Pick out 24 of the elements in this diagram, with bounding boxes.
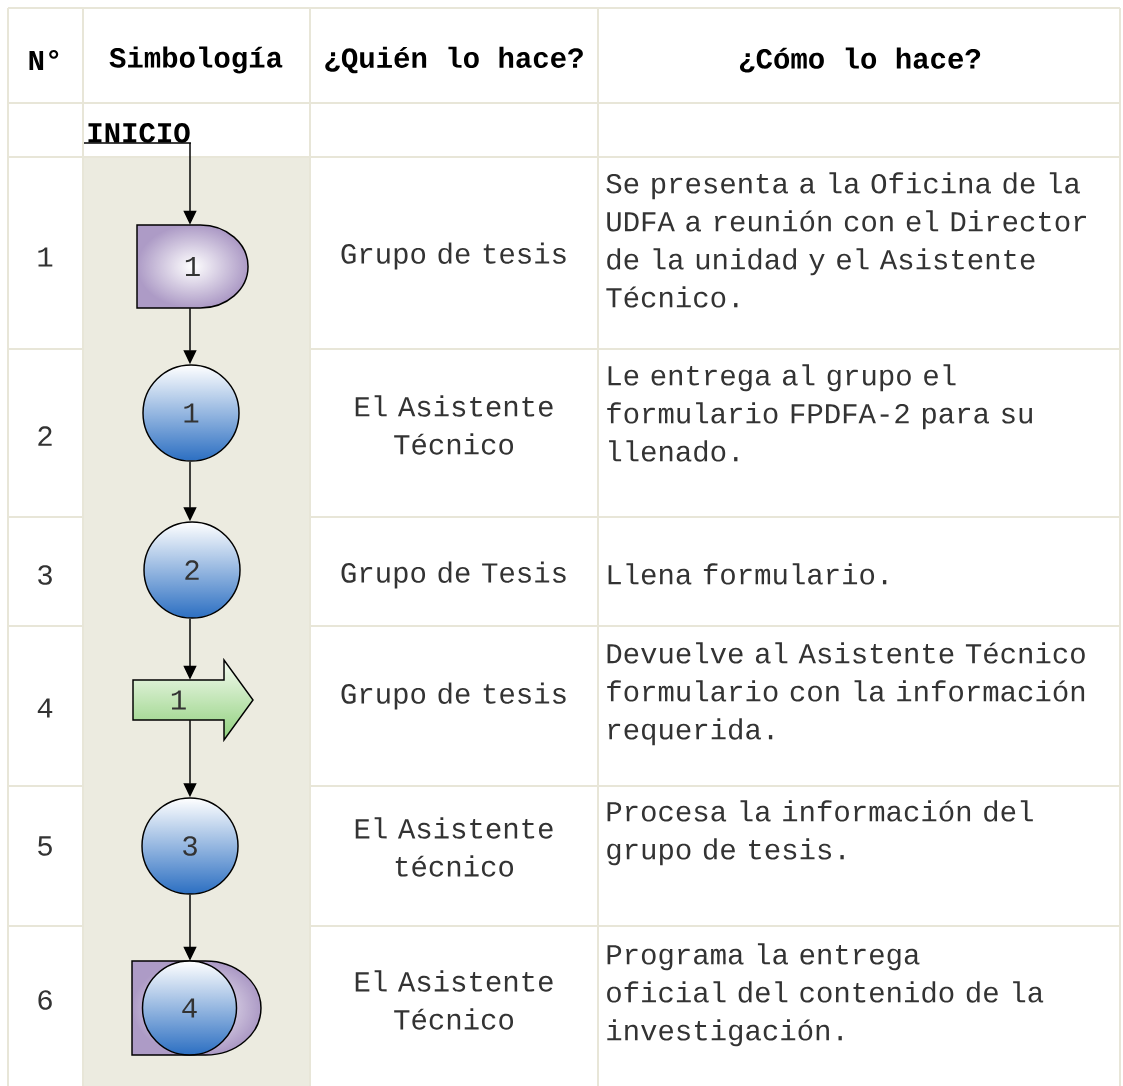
description-text: Programa la entrega oficial del contenido de la investigación. xyxy=(607,943,1044,1047)
delay-symbol xyxy=(131,960,262,1056)
description-text: Se presenta a la Oficina de la UDFA a reunión con el Director de la unidad y el Asistente Técnico. xyxy=(606,172,1086,308)
row-number: 5 xyxy=(38,836,52,856)
row-number: 3 xyxy=(38,565,52,585)
actor-text: El Asistente Técnico xyxy=(355,395,553,455)
actor-text: Grupo de tesis xyxy=(341,242,566,270)
row-number: 1 xyxy=(38,247,53,267)
actor-text: Grupo de tesis xyxy=(341,682,566,710)
row-number: 4 xyxy=(37,698,53,718)
column-header: ¿Cómo lo hace? xyxy=(739,47,981,73)
description-text: Procesa la información del grupo de tesis. xyxy=(607,800,1033,866)
actor-text: El Asistente técnico xyxy=(355,817,553,877)
actor-text: El Asistente Técnico xyxy=(355,970,553,1030)
actor-text: Grupo de Tesis xyxy=(341,561,566,589)
column-header: N° xyxy=(29,49,59,71)
start-label: INICIO xyxy=(83,123,192,144)
column-header: ¿Quién lo hace? xyxy=(325,46,583,74)
row-number: 2 xyxy=(38,426,52,446)
description-text: Llena formulario. xyxy=(608,563,887,585)
column-header: Simbología xyxy=(109,46,283,74)
description-text: Le entrega al grupo el formulario FPDFA-2 para su llenado. xyxy=(607,364,1032,462)
row-number: 6 xyxy=(38,990,52,1010)
description-text: Devuelve al Asistente Técnico formulario con la información requerida. xyxy=(607,642,1085,746)
